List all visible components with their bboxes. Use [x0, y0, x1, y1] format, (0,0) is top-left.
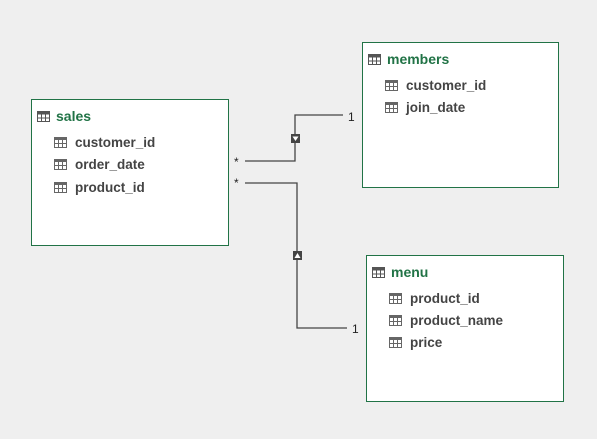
field-name: price [410, 335, 443, 350]
field-row[interactable]: price [389, 335, 442, 350]
field-row[interactable]: join_date [385, 100, 465, 115]
column-icon [54, 182, 67, 193]
table-icon [372, 266, 385, 278]
table-header: menu [372, 264, 428, 280]
field-name: order_date [75, 157, 145, 172]
table-title: members [387, 51, 450, 67]
field-row[interactable]: product_id [54, 180, 145, 195]
cardinality-many: * [234, 176, 239, 190]
column-icon [54, 159, 67, 170]
cardinality-one: 1 [348, 110, 355, 124]
table-title: sales [56, 108, 92, 124]
column-icon [389, 315, 402, 326]
relationship-sales-menu[interactable] [245, 182, 347, 329]
filter-direction-up-icon [293, 251, 302, 260]
table-card-sales[interactable]: sales customer_id order_date product_id [31, 99, 229, 246]
field-row[interactable]: product_name [389, 313, 503, 328]
column-icon [385, 80, 398, 91]
field-name: customer_id [406, 78, 487, 93]
table-header: sales [37, 108, 91, 124]
table-card-members[interactable]: members customer_id join_date [362, 42, 559, 188]
column-icon [389, 293, 402, 304]
column-icon [389, 337, 402, 348]
table-card-menu[interactable]: menu product_id product_name price [366, 255, 564, 402]
field-row[interactable]: customer_id [54, 135, 155, 150]
filter-direction-down-icon [291, 134, 300, 143]
column-icon [385, 102, 398, 113]
field-row[interactable]: product_id [389, 291, 480, 306]
table-icon [368, 53, 381, 65]
field-name: customer_id [75, 135, 156, 150]
field-name: product_id [410, 291, 480, 306]
field-name: product_id [75, 180, 145, 195]
table-icon [37, 110, 50, 122]
relationship-sales-members[interactable] [245, 114, 343, 162]
column-icon [54, 137, 67, 148]
table-title: menu [391, 264, 429, 280]
table-header: members [368, 51, 449, 67]
field-row[interactable]: order_date [54, 157, 145, 172]
field-name: product_name [410, 313, 504, 328]
cardinality-one: 1 [352, 322, 359, 336]
field-name: join_date [406, 100, 466, 115]
cardinality-many: * [234, 155, 239, 169]
field-row[interactable]: customer_id [385, 78, 486, 93]
